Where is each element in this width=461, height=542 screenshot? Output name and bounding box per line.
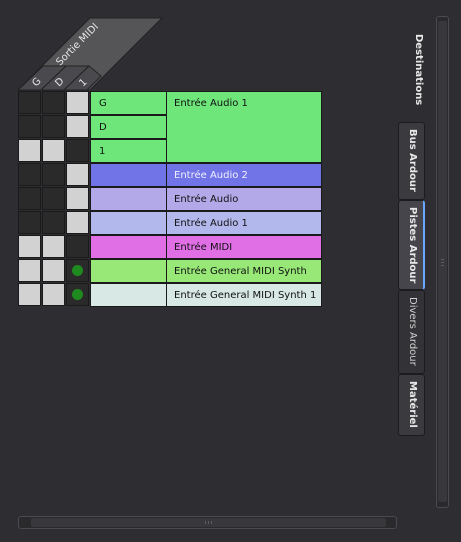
- tab-bus-ardour[interactable]: Bus Ardour: [398, 122, 425, 200]
- connection-dot-icon: [72, 265, 83, 276]
- vertical-scrollbar[interactable]: [436, 16, 449, 508]
- bundle-entree-general-midi-synth[interactable]: Entrée General MIDI Synth: [166, 259, 322, 283]
- tab-label: Pistes Ardour: [407, 207, 418, 284]
- port-cell-blank[interactable]: [90, 187, 167, 211]
- bundle-entree-midi[interactable]: Entrée MIDI: [166, 235, 322, 259]
- matrix-cell[interactable]: [66, 115, 89, 138]
- bundle-label: Entrée General MIDI Synth: [174, 266, 307, 277]
- bundle-label: Entrée Audio 1: [174, 98, 248, 109]
- port-label: G: [99, 98, 107, 109]
- port-cell-blank[interactable]: [90, 235, 167, 259]
- port-cell-blank[interactable]: [90, 259, 167, 283]
- port-label: 1: [99, 146, 106, 157]
- matrix-cell[interactable]: [66, 235, 89, 258]
- matrix-cell[interactable]: [66, 211, 89, 234]
- matrix-cell[interactable]: [18, 283, 41, 306]
- horizontal-scrollbar[interactable]: [18, 516, 397, 529]
- source-column-header: Sortie MIDI G D 1: [0, 0, 200, 95]
- matrix-cell[interactable]: [66, 283, 89, 306]
- matrix-cell[interactable]: [18, 163, 41, 186]
- matrix-cell[interactable]: [66, 259, 89, 282]
- bundle-label: Entrée Audio 2: [174, 170, 248, 181]
- tab-divers-ardour[interactable]: Divers Ardour: [398, 290, 425, 374]
- matrix-cell[interactable]: [42, 91, 65, 114]
- matrix-cell[interactable]: [18, 211, 41, 234]
- port-label: D: [99, 122, 107, 133]
- matrix-cell[interactable]: [18, 115, 41, 138]
- matrix-cell[interactable]: [42, 283, 65, 306]
- matrix-cell[interactable]: [42, 139, 65, 162]
- matrix-cell[interactable]: [42, 115, 65, 138]
- matrix-cell[interactable]: [42, 211, 65, 234]
- tab-pistes-ardour[interactable]: Pistes Ardour: [398, 200, 425, 290]
- horizontal-scrollbar-thumb[interactable]: [31, 518, 386, 527]
- port-g[interactable]: G: [90, 91, 167, 115]
- bundle-entree-audio[interactable]: Entrée Audio: [166, 187, 322, 211]
- matrix-cell[interactable]: [18, 91, 41, 114]
- port-cell-blank[interactable]: [90, 163, 167, 187]
- matrix-cell[interactable]: [42, 235, 65, 258]
- matrix-cell[interactable]: [18, 139, 41, 162]
- port-cell-blank[interactable]: [90, 283, 167, 307]
- bundle-entree-audio-1b[interactable]: Entrée Audio 1: [166, 211, 322, 235]
- matrix-cell[interactable]: [42, 163, 65, 186]
- port-cell-blank[interactable]: [90, 211, 167, 235]
- matrix-cell[interactable]: [18, 259, 41, 282]
- port-d[interactable]: D: [90, 115, 167, 139]
- bundle-label: Entrée MIDI: [174, 242, 233, 253]
- tab-label: Bus Ardour: [407, 129, 418, 192]
- vertical-scrollbar-thumb[interactable]: [438, 21, 447, 502]
- bundle-label: Entrée Audio 1: [174, 218, 248, 229]
- bundle-entree-general-midi-synth-1[interactable]: Entrée General MIDI Synth 1: [166, 283, 322, 307]
- matrix-cell[interactable]: [66, 91, 89, 114]
- tab-materiel[interactable]: Matériel: [398, 374, 425, 436]
- matrix-cell[interactable]: [66, 187, 89, 210]
- connection-dot-icon: [72, 289, 83, 300]
- matrix-cell[interactable]: [42, 187, 65, 210]
- tab-label: Divers Ardour: [407, 297, 418, 366]
- bundle-entree-audio-1[interactable]: Entrée Audio 1: [166, 91, 322, 163]
- bundle-label: Entrée General MIDI Synth 1: [174, 290, 317, 301]
- bundle-label: Entrée Audio: [174, 194, 239, 205]
- destinations-title: Destinations: [413, 34, 424, 106]
- matrix-cell[interactable]: [66, 139, 89, 162]
- matrix-cell[interactable]: [18, 235, 41, 258]
- matrix-cell[interactable]: [66, 163, 89, 186]
- matrix-cell[interactable]: [42, 259, 65, 282]
- tab-label: Matériel: [407, 381, 418, 428]
- bundle-entree-audio-2[interactable]: Entrée Audio 2: [166, 163, 322, 187]
- port-1[interactable]: 1: [90, 139, 167, 163]
- source-port-header-1[interactable]: [62, 65, 102, 91]
- matrix-cell[interactable]: [18, 187, 41, 210]
